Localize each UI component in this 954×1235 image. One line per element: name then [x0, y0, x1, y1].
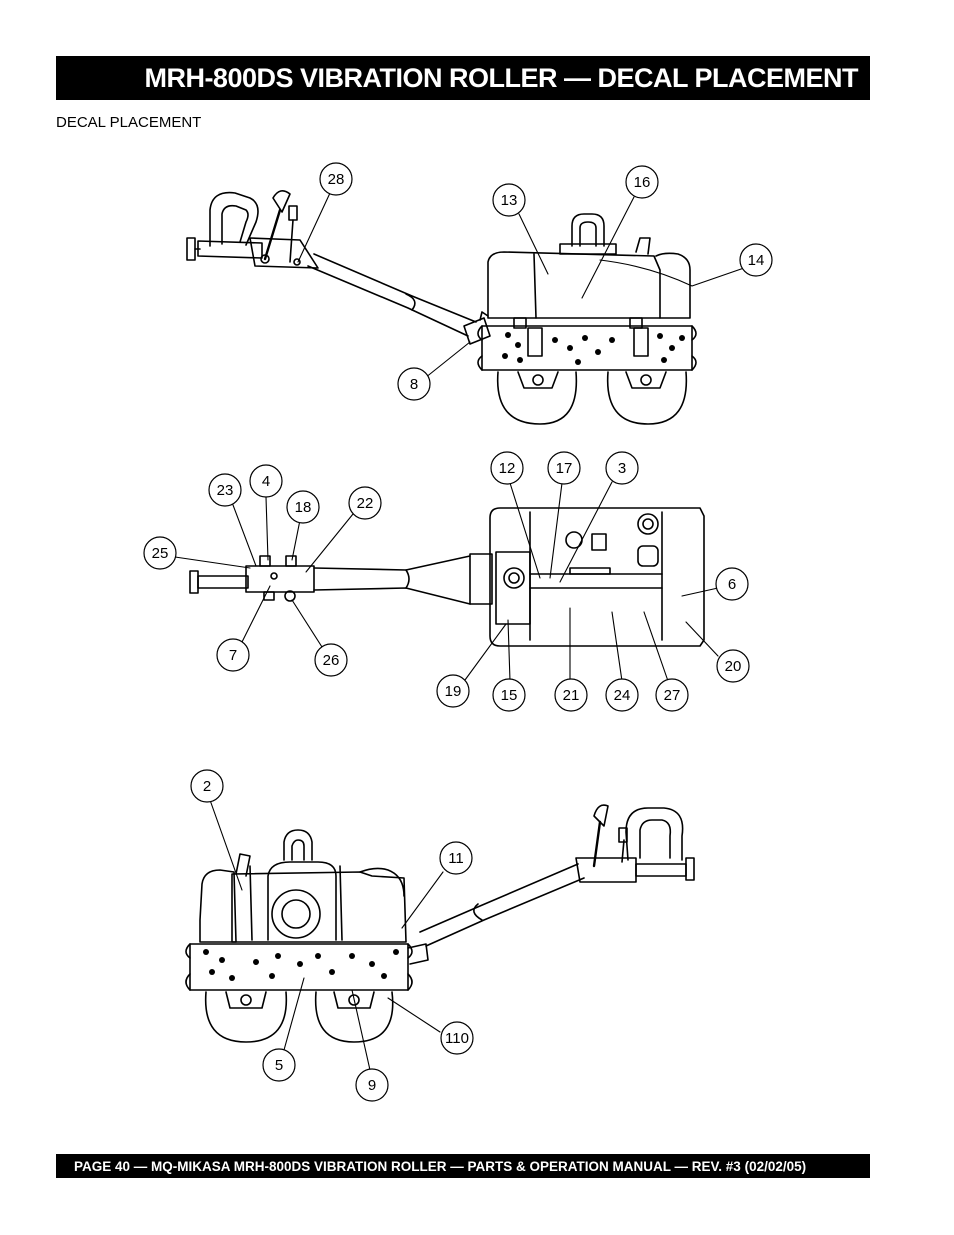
callout-label: 6: [728, 576, 736, 593]
callout-label: 24: [614, 687, 631, 704]
callout-label: 21: [563, 687, 580, 704]
side-view-right: [185, 804, 695, 1043]
callout-label: 27: [664, 687, 681, 704]
section-subtitle: DECAL PLACEMENT: [56, 114, 202, 131]
page-footer: PAGE 40 — MQ-MIKASA MRH-800DS VIBRATION …: [56, 1154, 870, 1178]
callout-label: 14: [748, 252, 765, 269]
callout-label: 9: [368, 1077, 376, 1094]
callout-label: 8: [410, 376, 418, 393]
callout-2: 2: [190, 769, 224, 803]
footer-text: PAGE 40 — MQ-MIKASA MRH-800DS VIBRATION …: [74, 1158, 807, 1174]
callouts: 28 13 16 14 8 12 17 3 23 4 18 22 25 6 7 …: [143, 162, 773, 1102]
callout-20: 20: [716, 649, 750, 683]
callout-17: 17: [547, 451, 581, 485]
callout-label: 23: [217, 482, 234, 499]
callout-19: 19: [436, 674, 470, 708]
leader-lines: [174, 192, 745, 1071]
callout-label: 18: [295, 499, 312, 516]
callout-11: 11: [439, 841, 473, 875]
side-view-left: [186, 190, 697, 425]
page-title: MRH-800DS VIBRATION ROLLER — DECAL PLACE…: [56, 56, 870, 100]
callout-label: 110: [445, 1030, 469, 1047]
callout-12: 12: [490, 451, 524, 485]
callout-label: 5: [275, 1057, 283, 1074]
callout-8: 8: [397, 367, 431, 401]
callout-label: 17: [556, 460, 573, 477]
callout-label: 13: [501, 192, 518, 209]
callout-label: 2: [203, 778, 211, 795]
callout-6: 6: [715, 567, 749, 601]
callout-label: 15: [501, 687, 518, 704]
callout-label: 22: [357, 495, 374, 512]
callout-7: 7: [216, 638, 250, 672]
callout-label: 3: [618, 460, 626, 477]
callout-13: 13: [492, 183, 526, 217]
callout-27: 27: [655, 678, 689, 712]
callout-4: 4: [249, 464, 283, 498]
page-title-text: MRH-800DS VIBRATION ROLLER — DECAL PLACE…: [144, 62, 858, 93]
callout-16: 16: [625, 165, 659, 199]
callout-25: 25: [143, 536, 177, 570]
callout-3: 3: [605, 451, 639, 485]
callout-15: 15: [492, 678, 526, 712]
callout-label: 12: [499, 460, 516, 477]
callout-22: 22: [348, 486, 382, 520]
callout-label: 28: [328, 171, 345, 188]
callout-label: 19: [445, 683, 462, 700]
callout-18: 18: [286, 490, 320, 524]
callout-26: 26: [314, 643, 348, 677]
callout-110: 110: [440, 1021, 474, 1055]
callout-5: 5: [262, 1048, 296, 1082]
callout-label: 25: [152, 545, 169, 562]
callout-14: 14: [739, 243, 773, 277]
callout-label: 4: [262, 473, 270, 490]
callout-label: 26: [323, 652, 340, 669]
callout-24: 24: [605, 678, 639, 712]
callout-label: 16: [634, 174, 651, 191]
callout-9: 9: [355, 1068, 389, 1102]
top-view: [189, 507, 705, 647]
callout-23: 23: [208, 473, 242, 507]
callout-label: 11: [448, 850, 464, 867]
callout-label: 20: [725, 658, 742, 675]
callout-28: 28: [319, 162, 353, 196]
callout-label: 7: [229, 647, 237, 664]
callout-21: 21: [554, 678, 588, 712]
